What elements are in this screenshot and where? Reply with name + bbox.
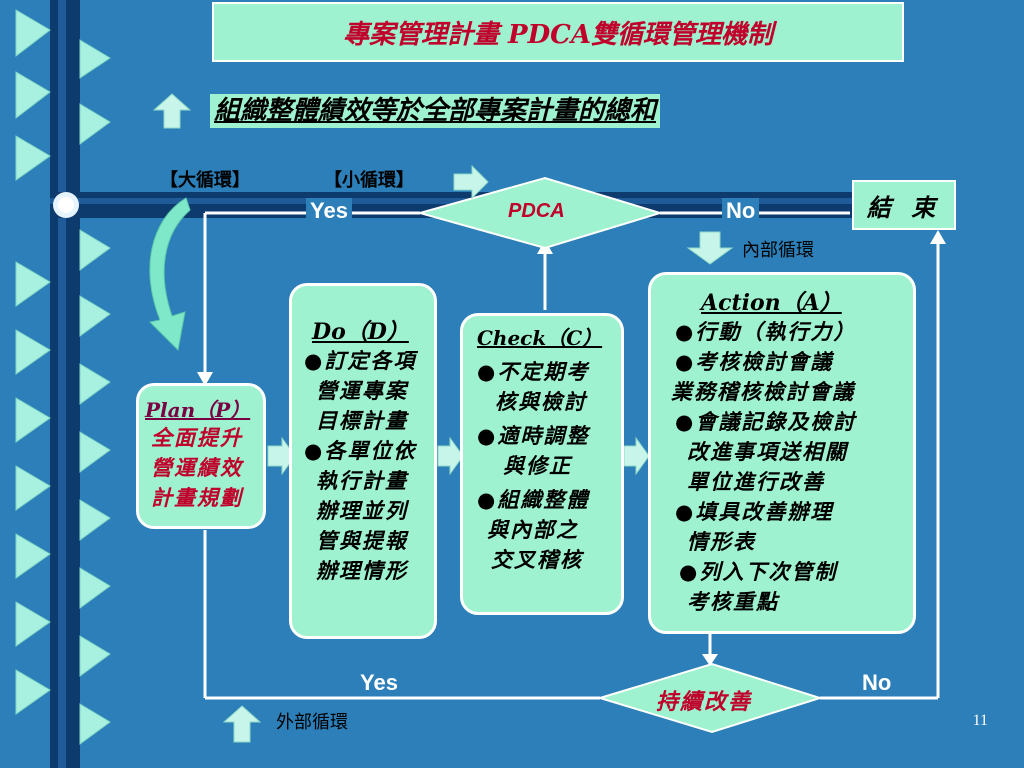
check-line: 交叉稽核 [491, 547, 583, 572]
action-line: 單位進行改善 [687, 469, 825, 494]
do-line: ●各單位依 [304, 438, 417, 463]
plan-line: 全面提升 [151, 425, 243, 450]
no-bottom-label: No [858, 670, 896, 696]
do-line: 管與提報 [316, 528, 408, 553]
check-header: Check（C） [477, 326, 603, 350]
end-box: 結 束 [852, 180, 956, 230]
action-line: ●會議記錄及檢討 [675, 409, 857, 434]
pdca-diamond [416, 176, 664, 250]
yes-bottom-label: Yes [356, 670, 402, 696]
no-top-label: No [722, 198, 760, 224]
do-line: ●訂定各項 [304, 348, 417, 373]
action-line: 業務稽核檢討會議 [671, 379, 855, 404]
do-line: 辦理情形 [316, 558, 408, 583]
action-header: Action（A） [701, 290, 842, 316]
action-line: ●列入下次管制 [679, 559, 838, 584]
do-line: 營運專案 [316, 378, 408, 403]
small-cycle-label: 【小循環】 [324, 170, 414, 191]
action-line: 考核重點 [687, 589, 779, 614]
action-card: Action（A） ●行動（執行力） ●考核檢討會議 業務稽核檢討會議 ●會議記… [648, 272, 916, 634]
action-line: 情形表 [687, 529, 756, 554]
continuous-label: 持續改善 [656, 689, 753, 715]
big-cycle-label: 【大循環】 [160, 170, 250, 191]
action-line: 改進事項送相關 [687, 439, 848, 464]
do-line: 辦理並列 [316, 498, 408, 523]
plan-line: 營運績效 [151, 455, 243, 480]
check-line: 核與檢討 [495, 389, 587, 414]
check-card: Check（C） ●不定期考 核與檢討 ●適時調整 與修正 ●組織整體 與內部之… [460, 313, 624, 615]
action-line: ●行動（執行力） [675, 319, 857, 344]
plan-line: 計畫規劃 [151, 485, 243, 510]
plan-header: Plan（P） [145, 398, 251, 422]
plan-card: Plan（P） 全面提升 營運績效 計畫規劃 [136, 383, 266, 529]
page-number: 11 [972, 712, 988, 729]
subtitle: 組織整體績效等於全部專案計畫的總和 [210, 94, 661, 128]
check-line: 與修正 [503, 453, 572, 478]
yes-top-label: Yes [306, 198, 352, 224]
page-title: 專案管理計畫 PDCA雙循環管理機制 [212, 2, 904, 62]
do-line: 執行計畫 [316, 468, 408, 493]
check-line: ●組織整體 [477, 487, 590, 512]
do-line: 目標計畫 [316, 408, 408, 433]
continuous-diamond [596, 662, 824, 734]
check-line: 與內部之 [487, 517, 579, 542]
do-card: Do（D） ●訂定各項 營運專案 目標計畫 ●各單位依 執行計畫 辦理並列 管與… [289, 283, 437, 639]
action-line: ●填具改善辦理 [675, 499, 834, 524]
check-line: ●不定期考 [477, 359, 590, 384]
check-line: ●適時調整 [477, 423, 590, 448]
pdca-label: PDCA [508, 200, 565, 222]
internal-cycle-label: 內部循環 [742, 240, 814, 261]
action-line: ●考核檢討會議 [675, 349, 834, 374]
external-cycle-label: 外部循環 [276, 712, 348, 733]
do-header: Do（D） [312, 319, 409, 345]
